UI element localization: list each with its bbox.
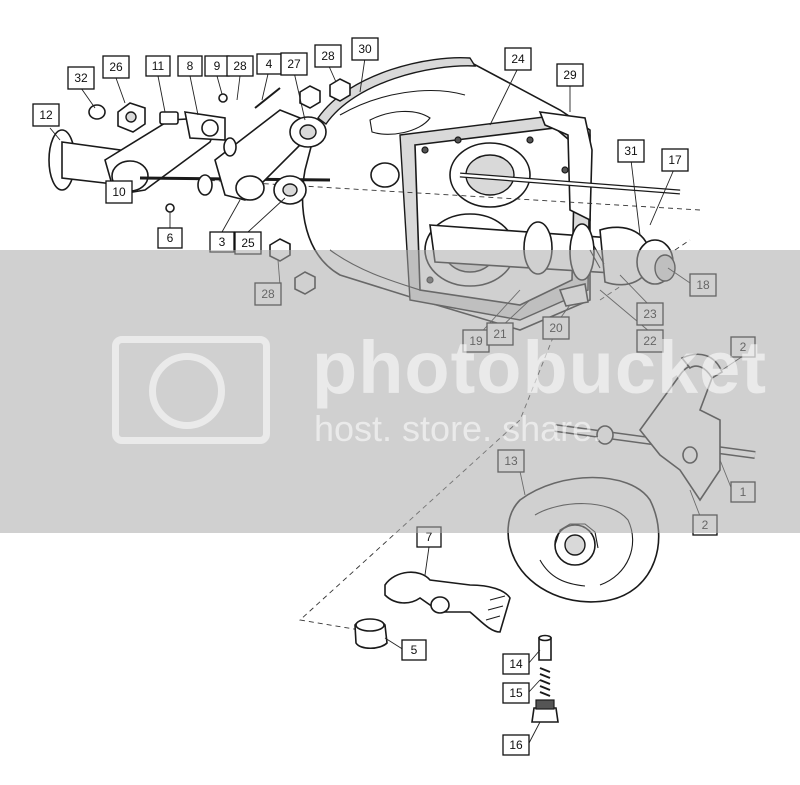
part-label: 8 [177,55,203,77]
svg-text:4: 4 [266,57,273,71]
svg-text:10: 10 [112,185,126,199]
svg-text:24: 24 [511,52,525,66]
svg-text:27: 27 [287,57,301,71]
part-label: 28 [226,55,254,77]
watermark-tagline: host. store. share. [314,408,603,449]
svg-text:28: 28 [321,49,335,63]
part-label: 25 [234,231,262,255]
part-label: 29 [556,63,584,87]
selector-rod [459,172,681,195]
part-label: 6 [157,227,183,249]
svg-text:7: 7 [426,530,433,544]
quadrant-lever [354,571,511,650]
svg-text:5: 5 [411,643,418,657]
part-label: 16 [502,734,530,756]
part-label: 4 [256,53,282,75]
part-label: 24 [504,47,532,71]
svg-text:12: 12 [39,108,53,122]
svg-text:30: 30 [358,42,372,56]
kickstart-shaft-assembly [48,87,331,201]
svg-text:28: 28 [233,59,247,73]
svg-text:11: 11 [152,59,165,73]
part-label: 28 [314,44,342,68]
svg-text:25: 25 [241,236,255,250]
svg-text:17: 17 [668,153,682,167]
part-label: 27 [280,52,308,76]
part-label: 3 [209,231,235,253]
svg-text:8: 8 [187,59,194,73]
svg-text:26: 26 [109,60,123,74]
watermark-band [0,250,800,533]
svg-text:3: 3 [219,235,226,249]
svg-text:15: 15 [509,686,523,700]
fasteners [88,78,351,295]
part-label: 15 [502,682,530,704]
svg-text:32: 32 [74,71,88,85]
part-label: 31 [617,139,645,163]
svg-text:31: 31 [624,144,638,158]
part-label: 9 [204,55,230,77]
camera-icon [112,336,270,444]
part-label: 10 [105,180,133,204]
part-label: 12 [32,103,60,127]
svg-text:16: 16 [509,738,523,752]
part-label: 30 [351,37,379,61]
svg-text:14: 14 [509,657,523,671]
detent-plunger [531,634,559,723]
part-label: 26 [102,55,130,79]
watermark-brand: photobucket [312,326,767,409]
part-label: 32 [67,66,95,90]
part-label: 17 [661,148,689,172]
part-label: 11 [145,55,171,77]
svg-text:6: 6 [167,231,174,245]
svg-text:29: 29 [563,68,577,82]
part-label: 5 [401,639,427,661]
part-label: 14 [502,653,530,675]
svg-text:9: 9 [214,59,221,73]
gasket [538,111,593,222]
